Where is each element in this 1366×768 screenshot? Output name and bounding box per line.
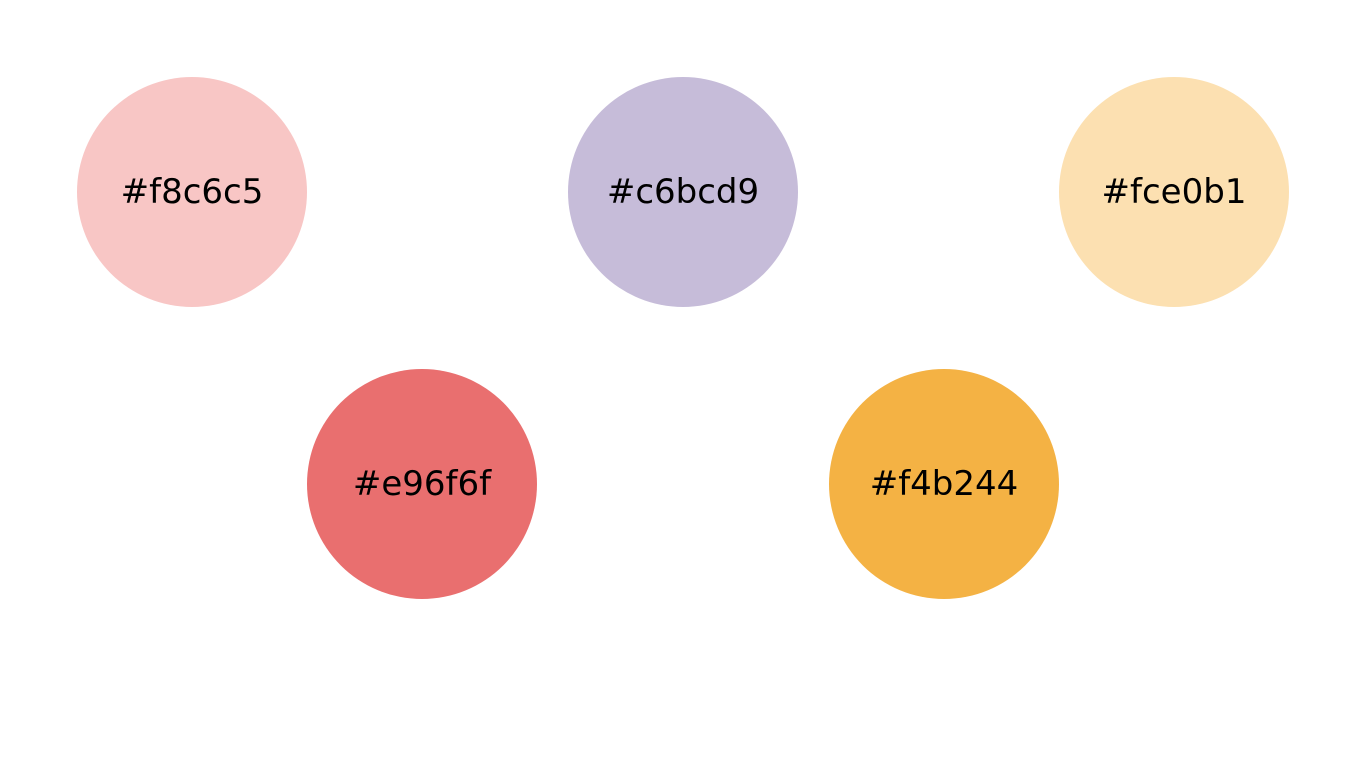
color-swatch-e96f6f: #e96f6f bbox=[307, 369, 537, 599]
color-swatch-fce0b1: #fce0b1 bbox=[1059, 77, 1289, 307]
color-swatch-c6bcd9: #c6bcd9 bbox=[568, 77, 798, 307]
color-swatch-f8c6c5: #f8c6c5 bbox=[77, 77, 307, 307]
swatch-hex-label: #f8c6c5 bbox=[120, 172, 264, 212]
swatch-hex-label: #e96f6f bbox=[352, 464, 492, 504]
swatch-hex-label: #f4b244 bbox=[869, 464, 1019, 504]
swatch-hex-label: #fce0b1 bbox=[1101, 172, 1247, 212]
color-swatch-f4b244: #f4b244 bbox=[829, 369, 1059, 599]
swatch-hex-label: #c6bcd9 bbox=[606, 172, 760, 212]
